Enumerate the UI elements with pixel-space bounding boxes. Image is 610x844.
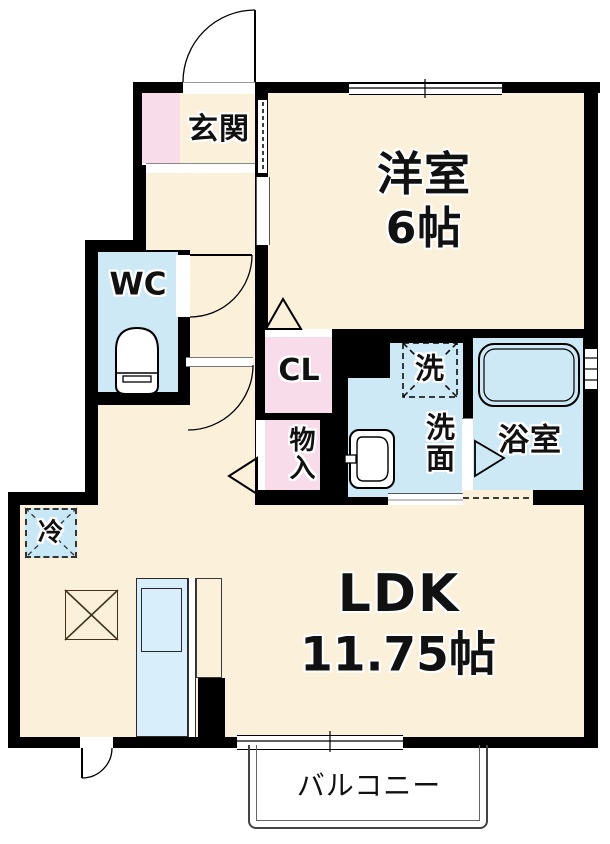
label-balcony: バルコニー (296, 769, 442, 802)
ldk-door-bottom-opening (80, 737, 113, 748)
hallway-lower (190, 250, 255, 365)
label-bathroom: 浴室 (498, 422, 562, 459)
kitchen-sink (141, 588, 182, 652)
ldk-window (237, 735, 403, 750)
wall-left-mid (85, 400, 98, 505)
room-storage (265, 420, 320, 490)
room-ldk-corridor (190, 365, 255, 505)
room-genkan (180, 93, 255, 163)
storage-door-strip (256, 420, 265, 490)
bedroom-sliding-door (256, 177, 270, 245)
wall-hall-stub-right (253, 356, 266, 365)
label-wc: WC (109, 266, 167, 303)
label-western-room-size: 6帖 (385, 203, 463, 254)
genkan-closet-track (258, 100, 267, 173)
room-genkan-shoe-cabinet (142, 93, 182, 165)
bedroom-window (349, 83, 502, 95)
kitchen-counter (196, 578, 222, 678)
wall-jog (8, 492, 100, 506)
label-washer: 洗 (414, 351, 446, 386)
entrance-opening (183, 82, 255, 94)
kitchen-unit (136, 578, 188, 737)
room-ldk-nook (98, 405, 190, 505)
kitchen-counter-edge (188, 578, 196, 737)
wall-hall-stub-left (178, 356, 186, 365)
balcony-inner-rail (256, 745, 480, 821)
label-closet: CL (278, 353, 320, 388)
bathroom-open-boundary (463, 490, 533, 505)
room-western (268, 93, 584, 329)
bathroom-window (584, 348, 598, 390)
label-ldk: LDK (337, 564, 461, 624)
balcony (248, 745, 488, 829)
ldk-door-opening (186, 357, 253, 367)
stove-x-icon (65, 590, 118, 640)
room-washroom-ext (348, 378, 390, 497)
kitchen-wall-stub (198, 678, 225, 737)
hallway-upper (146, 173, 255, 250)
label-genkan: 玄関 (188, 112, 250, 147)
room-bathroom (473, 338, 583, 490)
label-ldk-size: 11.75帖 (300, 627, 496, 683)
wc-door-opening (176, 255, 190, 317)
bathroom-door-strip (462, 418, 473, 494)
label-western-room: 洋室 (377, 147, 471, 201)
entrance-door-arc-icon (182, 9, 256, 83)
room-closet (265, 337, 332, 413)
label-fridge: 冷 (37, 517, 65, 547)
wall-left-lower (8, 492, 20, 748)
service-door-arc-icon (81, 747, 113, 779)
label-storage: 物入 (285, 426, 315, 482)
label-washroom: 洗面 (421, 412, 456, 474)
